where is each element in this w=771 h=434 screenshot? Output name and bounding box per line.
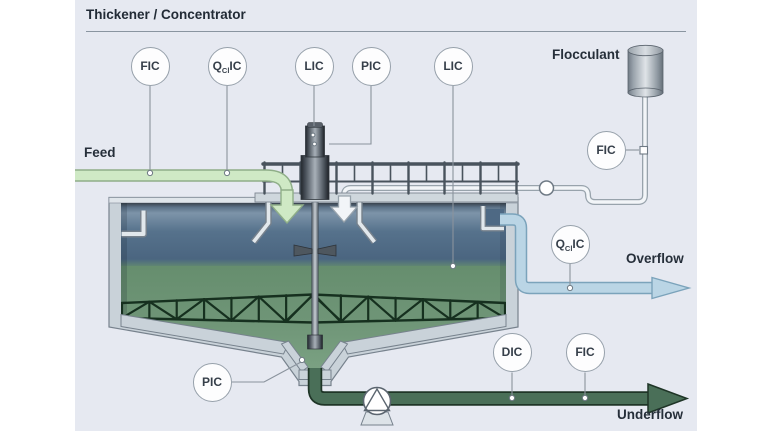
feedwell xyxy=(250,201,378,245)
instrument-lines xyxy=(149,86,639,396)
overflow-pipe xyxy=(500,213,692,300)
bed-level-sensor-dot xyxy=(449,262,457,270)
underflow-label: Underflow xyxy=(617,407,683,422)
overflow-arrow xyxy=(651,276,692,300)
dosing-valve xyxy=(538,180,555,196)
feed-label: Feed xyxy=(84,145,116,160)
overflow-quality-sensor-dot xyxy=(566,284,574,292)
flocculant-arrow xyxy=(329,195,359,223)
flocculant-tank xyxy=(627,44,664,98)
instrument-fic-underflow: FIC xyxy=(565,332,605,372)
underflow-flow-sensor-dot xyxy=(581,394,589,402)
feed-quality-sensor-dot xyxy=(223,169,231,177)
instrument-label: DIC xyxy=(501,345,523,359)
instrument-label: LIC xyxy=(443,59,463,73)
rake-shaft xyxy=(293,197,337,350)
instrument-label: Q xyxy=(555,237,565,251)
wall-shadow-right xyxy=(500,203,506,317)
feed-pipe xyxy=(75,169,305,225)
pressure-sensor-dot xyxy=(312,141,317,147)
instrument-lic-tank: LIC xyxy=(294,46,334,86)
pump-impeller-symbol xyxy=(363,387,391,412)
title-rule xyxy=(86,31,686,32)
instrument-label: PIC xyxy=(360,59,381,73)
flocculant-pipe xyxy=(341,93,648,205)
instrument-fic-flocculant: FIC xyxy=(586,130,626,170)
instrument-label: FIC xyxy=(140,59,160,73)
instrument-label: IC xyxy=(572,237,585,251)
instrument-dic-underflow: DIC xyxy=(492,332,532,372)
instrument-label: LIC xyxy=(304,59,324,73)
hopper-wall-left xyxy=(280,340,309,373)
instrument-label-sub: Cl xyxy=(564,243,573,253)
flocculant-label: Flocculant xyxy=(552,47,620,62)
underflow-density-sensor-dot xyxy=(508,394,516,402)
flocculant-flow-sensor xyxy=(639,145,649,155)
turbine-blade-left xyxy=(293,244,313,257)
cone-pressure-sensor-dot xyxy=(298,356,306,364)
hopper-wall-right xyxy=(320,340,349,373)
instrument-pic-cone: PIC xyxy=(192,362,232,402)
feed-flow-sensor-dot xyxy=(146,169,154,177)
instrument-label-sub: Cl xyxy=(221,65,230,75)
overflow-label: Overflow xyxy=(626,251,684,266)
instrument-label: FIC xyxy=(596,143,616,157)
instrument-lic-bed: LIC xyxy=(433,46,473,86)
instrument-fic-feed: FIC xyxy=(130,46,170,86)
overflow-weir-left xyxy=(121,210,147,238)
level-sensor-dot xyxy=(310,132,316,138)
turbine-blade-right xyxy=(317,244,337,257)
underflow-pump xyxy=(360,386,394,426)
instrument-label: FIC xyxy=(575,345,595,359)
underflow-pipe xyxy=(307,368,690,415)
instrument-pic-drive: PIC xyxy=(351,46,391,86)
instrument-label: IC xyxy=(229,59,242,73)
wall-shadow-left xyxy=(121,203,127,317)
instrument-label: Q xyxy=(212,59,222,73)
shaft-bearing xyxy=(307,334,323,350)
page-title: Thickener / Concentrator xyxy=(86,7,246,22)
feed-arrow xyxy=(269,189,305,225)
underflow-arrow xyxy=(647,382,690,415)
instrument-label: PIC xyxy=(201,375,222,389)
sensor-dots xyxy=(146,132,589,402)
drive-motor xyxy=(300,122,330,200)
overflow-launder-right xyxy=(480,206,504,232)
bridge-deck xyxy=(254,192,519,203)
